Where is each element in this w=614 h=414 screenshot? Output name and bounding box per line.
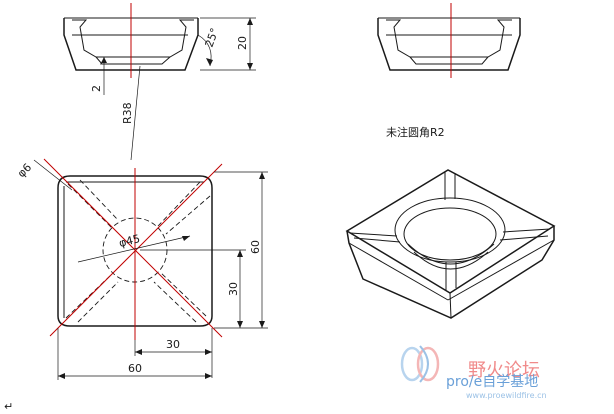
dim-depth-2: 2 — [90, 85, 103, 92]
dim-width-30-vertical: 30 — [227, 282, 240, 296]
dim-phi45: φ45 — [118, 232, 142, 250]
dim-width-60-vertical: 60 — [249, 240, 262, 254]
watermark-url: www.proewildfire.cn — [466, 391, 547, 400]
dim-phi6: φ6 — [15, 161, 34, 180]
front-section-view — [63, 3, 256, 161]
dim-radius-r38: R38 — [121, 102, 134, 124]
dim-width-60-horizontal: 60 — [128, 362, 142, 375]
paragraph-mark: ↵ — [4, 400, 13, 413]
dim-width-30-horizontal: 30 — [166, 338, 180, 351]
isometric-view — [345, 169, 556, 319]
watermark-logo — [400, 345, 440, 383]
watermark-subtitle: pro/e自学基地 — [446, 373, 538, 390]
side-view — [377, 3, 521, 78]
top-view — [33, 158, 268, 380]
note-unspecified-fillet: 未注圆角R2 — [386, 125, 445, 139]
dim-angle-25: 25° — [203, 26, 222, 49]
dim-height-20: 20 — [236, 36, 249, 50]
watermark-title: 野火论坛 — [468, 360, 540, 381]
